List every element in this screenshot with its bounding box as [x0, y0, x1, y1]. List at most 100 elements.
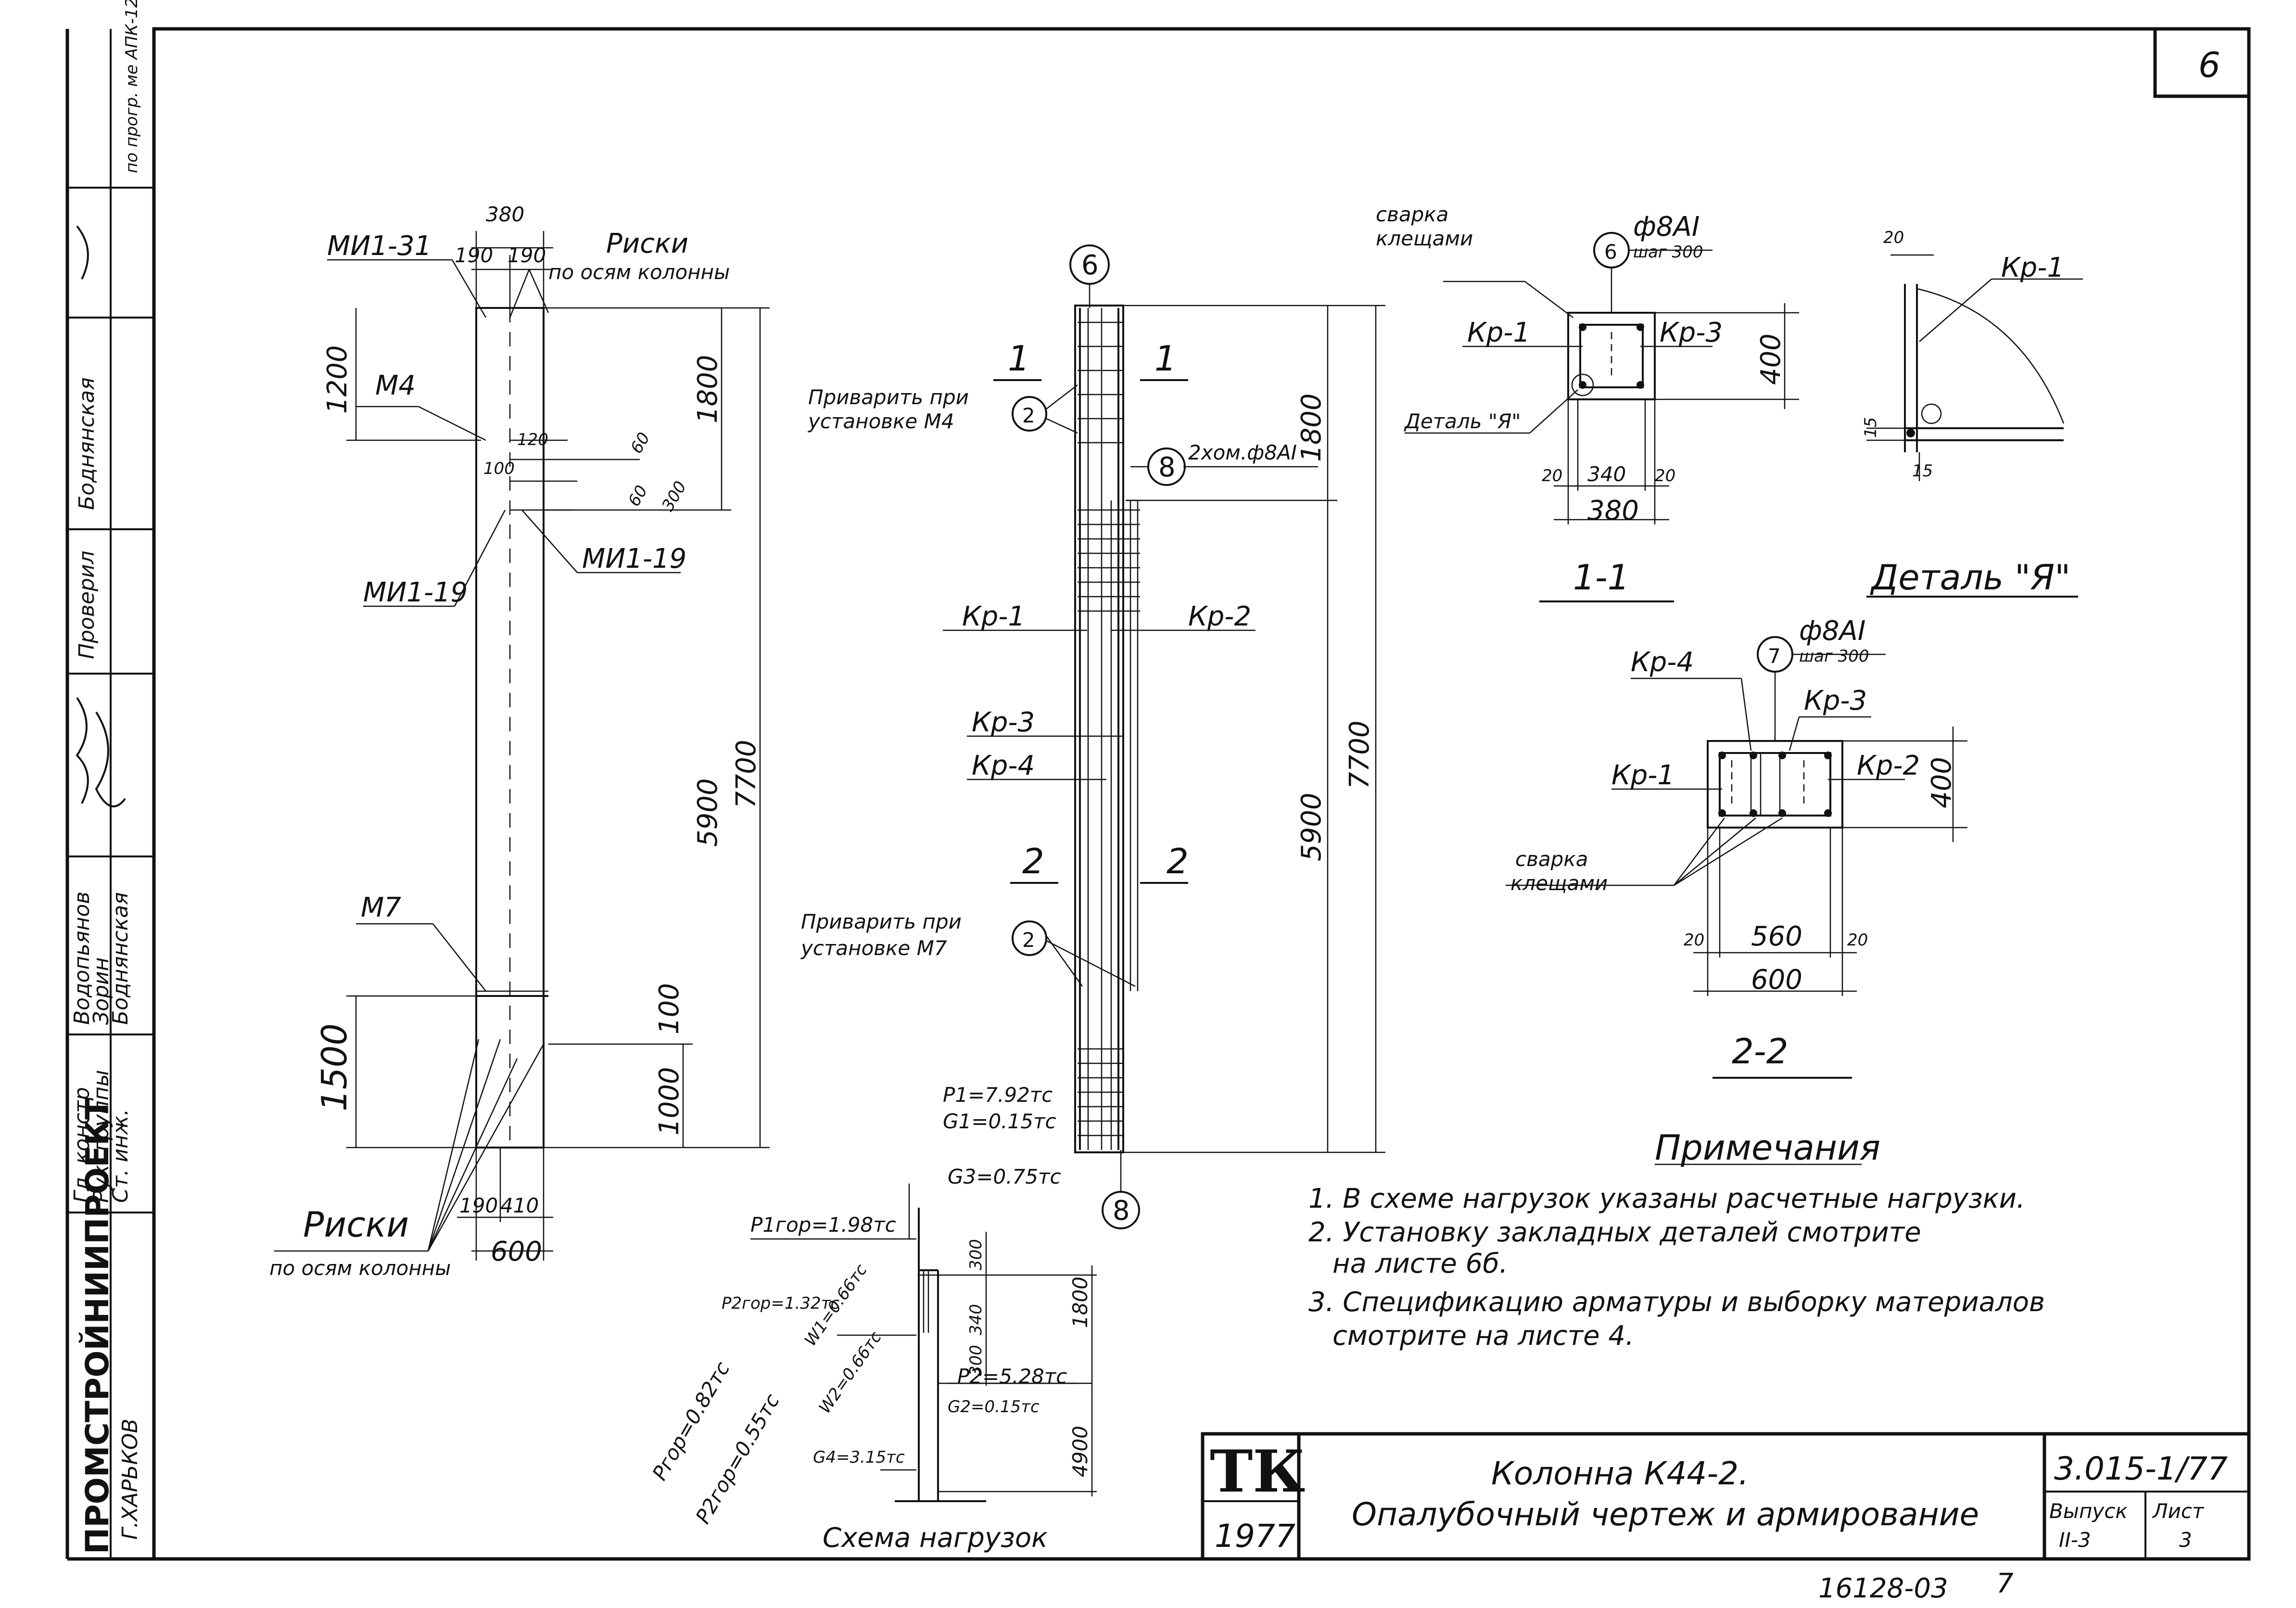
- mark-2a-circle: [1012, 396, 1047, 432]
- load-p1: P1=7.92тс: [943, 1083, 1053, 1107]
- column-reinforcement: 6 8 8 2 2 1 1 2 2 1800: [800, 244, 1385, 1229]
- bottom-code: 16128-03: [1818, 1573, 1948, 1604]
- title-logo: ТК: [1210, 1438, 1305, 1506]
- dim-1800: 1800: [692, 355, 723, 423]
- label-m4: М4: [375, 370, 416, 401]
- dim-1200: 1200: [322, 345, 353, 414]
- label-weld-m7: Приварить при: [801, 910, 962, 933]
- dim-5900: 5900: [692, 778, 723, 847]
- stamp-name-3: Боднянская: [108, 892, 133, 1025]
- stamp-org: ПРОМСТРОЙНИИПРОЕКТ: [78, 1098, 116, 1554]
- section22-title: 2-2: [1732, 1031, 1789, 1072]
- detail-dim-15b: 15: [1912, 461, 1933, 481]
- side-stamp: Г.ХАРЬКОВ ПРОМСТРОЙНИИПРОЕКТ Гл. констр …: [65, 0, 154, 1559]
- label-kr1: Кр-1: [962, 601, 1025, 632]
- load-dim-300b: 300: [966, 1345, 986, 1376]
- bottom-page: 7: [1996, 1568, 2014, 1599]
- section22-dim-20a: 20: [1684, 931, 1704, 950]
- mark-2b: 2: [1022, 928, 1035, 952]
- load-scheme: P1=7.92тс G1=0.15тс G3=0.75тс P1гор=1.98…: [647, 1083, 1097, 1554]
- load-w2: W2=0.66тс: [815, 1328, 886, 1417]
- dim-60b: 60: [624, 482, 651, 510]
- section22-mark: 7: [1768, 644, 1781, 668]
- signature-3: [76, 225, 89, 280]
- load-g1: G1=0.15тс: [943, 1110, 1056, 1133]
- dim-1500: 1500: [314, 1023, 355, 1111]
- reinf-dim-7700: 7700: [1344, 720, 1375, 789]
- signature-1: [76, 697, 89, 804]
- section22-dim-20b: 20: [1847, 931, 1868, 950]
- cut-2-left: 2: [1022, 841, 1044, 881]
- label-kr2: Кр-2: [1188, 601, 1251, 632]
- mark-8-mid: 8: [1158, 452, 1176, 483]
- label-kr3: Кр-3: [972, 707, 1035, 738]
- title-year: 1977: [1215, 1518, 1295, 1555]
- load-scheme-title: Схема нагрузок: [823, 1522, 1048, 1554]
- stamp-role-2: Рук. группы: [89, 1070, 114, 1203]
- stamp-name-2: Зорин: [89, 957, 114, 1025]
- section11-dim-380: 380: [1587, 495, 1639, 526]
- dim-190: 190: [459, 1194, 498, 1217]
- stamp-top-note: по прогр. ме АПК-12: [122, 0, 141, 173]
- stamp-city: Г.ХАРЬКОВ: [118, 1418, 142, 1540]
- stirrups: [1078, 321, 1140, 1136]
- load-p2: P2=5.28тс: [957, 1365, 1067, 1388]
- dim-100b: 100: [654, 983, 685, 1034]
- load-p1h: P1гор=1.98тс: [750, 1213, 896, 1237]
- dim-100: 100: [483, 459, 515, 478]
- section22-step: шаг 300: [1799, 647, 1869, 666]
- stamp-role-1: Гл. констр: [70, 1087, 94, 1203]
- stamp-name-1: Водопьянов: [70, 892, 94, 1025]
- mark-6: 6: [1081, 250, 1099, 281]
- notes-heading: Примечания: [1655, 1127, 1880, 1168]
- cut-1-left: 1: [1008, 338, 1030, 379]
- section11-step: шаг 300: [1633, 242, 1703, 262]
- label-riski-top: Риски: [606, 228, 688, 259]
- dim-300: 300: [658, 478, 690, 514]
- label-riski-bottom-sub: по осям колонны: [269, 1256, 451, 1280]
- section-2-2: 7 Кр-4 ф8АI шаг 300 Кр-3 Кр-1 Кр-2 сварк…: [1506, 615, 1967, 1079]
- signature-2: [95, 711, 126, 807]
- stamp-checked-label: Проверил: [75, 550, 99, 659]
- label-mi1-31: МИ1-31: [327, 230, 431, 262]
- title-code: 3.015-1/77: [2054, 1450, 2228, 1487]
- section22-weld-sub: клещами: [1510, 871, 1608, 895]
- section11-weld-sub: клещами: [1376, 227, 1473, 250]
- section22-kr4: Кр-4: [1631, 647, 1694, 678]
- label-kr4: Кр-4: [972, 750, 1035, 781]
- column-elevation: МИ1-31 Риски по осям колонны М4 МИ1-19 М…: [269, 203, 770, 1280]
- detail-dim-15a: 15: [1861, 417, 1880, 438]
- load-g4: G4=3.15тс: [813, 1448, 905, 1467]
- cut-2-right: 2: [1167, 841, 1189, 881]
- label-m7: М7: [361, 892, 401, 923]
- label-mi1-19-left: МИ1-19: [363, 577, 468, 608]
- load-p2h: P2гор=1.32тс: [722, 1294, 839, 1313]
- load-g3: G3=0.75тс: [948, 1165, 1061, 1188]
- section11-kr1: Кр-1: [1467, 317, 1530, 348]
- dim-top-190-right: 190: [507, 243, 546, 267]
- title-line2: Опалубочный чертеж и армирование: [1352, 1496, 1979, 1533]
- section22-weld: сварка: [1515, 847, 1588, 871]
- section22-dim-600: 600: [1751, 964, 1802, 995]
- stamp-checked-name: Боднянская: [75, 377, 99, 510]
- title-line1: Колонна К44-2.: [1491, 1455, 1749, 1492]
- label-khom: 2хом.ф8АI: [1188, 441, 1297, 464]
- label-weld-m4-sub: установке М4: [807, 409, 954, 433]
- reinforcement-outline: [1074, 305, 1124, 1153]
- title-issue-label: Выпуск: [2049, 1499, 2128, 1523]
- load-dim-4900: 4900: [1068, 1426, 1092, 1477]
- dim-1000: 1000: [654, 1067, 685, 1136]
- dim-top-380: 380: [486, 203, 524, 226]
- load-dim-300: 300: [966, 1239, 986, 1270]
- section22-kr3: Кр-3: [1804, 685, 1867, 716]
- title-block: ТК 1977 Колонна К44-2. Опалубочный черте…: [1201, 1432, 2251, 1561]
- section11-dim-400: 400: [1755, 333, 1787, 385]
- note-2: 2. Установку закладных деталей смотрите: [1308, 1217, 1921, 1248]
- load-g2: G2=0.15тс: [948, 1397, 1040, 1417]
- detail-ya: 20 Кр-1 15 15 Деталь "Я": [1861, 228, 2083, 598]
- detail-dim-20: 20: [1883, 228, 1904, 247]
- title-sheet-value: 3: [2179, 1528, 2192, 1552]
- section11-dim-20b: 20: [1655, 466, 1675, 485]
- section11-dim-20a: 20: [1542, 466, 1562, 485]
